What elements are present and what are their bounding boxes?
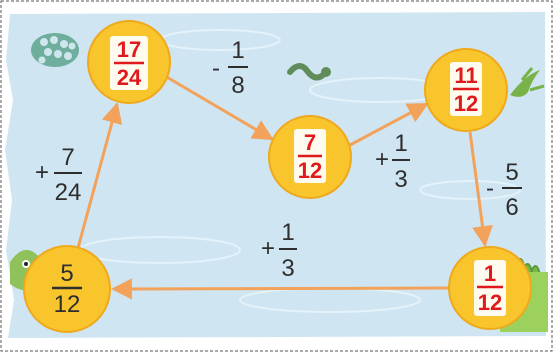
node-numerator: 11 [454, 63, 477, 88]
node-1-12: 1 12 [448, 246, 532, 330]
operation-sign: + [375, 146, 389, 173]
operation-numerator: 1 [394, 130, 407, 157]
operation-numerator: 1 [231, 37, 244, 64]
operation-denominator: 24 [55, 179, 82, 206]
node-denominator: 24 [117, 65, 142, 90]
operation-add-1-3-bottom: + 1 3 [261, 219, 297, 282]
operation-add-1-3-right: + 1 3 [375, 130, 410, 193]
operation-denominator: 8 [231, 72, 244, 99]
node-numerator: 5 [60, 260, 73, 287]
lizard-icon [510, 67, 545, 97]
operation-denominator: 3 [394, 166, 407, 193]
node-11-12: 11 12 [424, 48, 508, 132]
operation-add-7-24: + 7 24 [35, 144, 82, 206]
operation-sign: - [212, 55, 220, 82]
node-denominator: 12 [454, 91, 478, 116]
snake-icon [287, 63, 331, 81]
node-5-12: 5 12 [23, 245, 111, 333]
fish-cluster-icon [31, 33, 79, 67]
operation-sign: + [261, 235, 275, 262]
operation-labels: + 7 24 - 1 8 + 1 3 - 5 6 + 1 [35, 37, 522, 282]
operation-denominator: 6 [505, 194, 518, 221]
node-denominator: 12 [478, 290, 502, 315]
node-denominator: 12 [54, 291, 81, 318]
node-numerator: 1 [484, 261, 496, 286]
node-denominator: 12 [298, 158, 322, 183]
operation-subtract-5-6: - 5 6 [486, 159, 522, 221]
nodes: 17 24 7 12 11 12 1 12 [23, 20, 532, 333]
arrow-11-12-to-1-12 [468, 131, 493, 248]
operation-denominator: 3 [281, 255, 294, 282]
node-numerator: 7 [304, 130, 316, 155]
operation-numerator: 5 [505, 159, 518, 186]
operation-subtract-1-8: - 1 8 [212, 37, 248, 99]
water-ripple [419, 180, 521, 200]
arrow-1-12-to-5-12 [110, 278, 449, 300]
arrow-5-12-to-17-24 [76, 101, 123, 249]
node-7-12: 7 12 [268, 115, 352, 199]
node-numerator: 17 [117, 37, 141, 62]
arrow-7-12-to-11-12 [349, 102, 429, 147]
arrows [76, 74, 493, 300]
operation-numerator: 1 [281, 219, 294, 246]
operation-sign: - [486, 175, 494, 202]
operation-sign: + [35, 159, 49, 186]
operation-numerator: 7 [61, 144, 74, 171]
arrow-17-24-to-7-12 [164, 74, 274, 141]
node-17-24: 17 24 [87, 20, 171, 104]
